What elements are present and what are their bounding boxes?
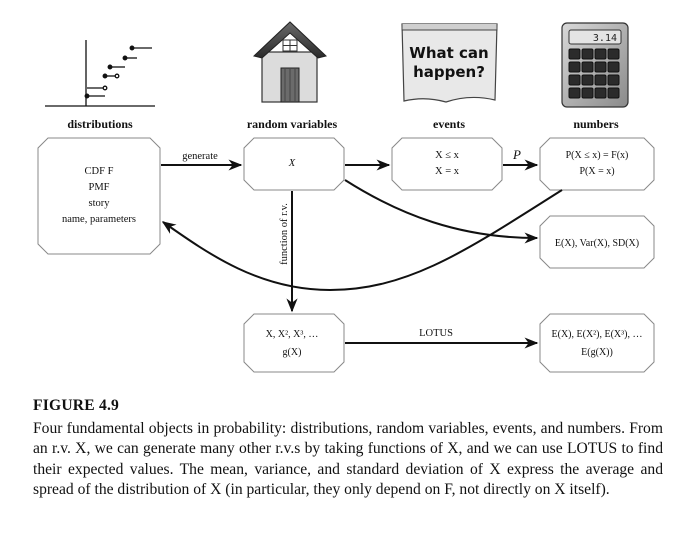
expect-powers: E(X), E(X²), E(X³), …	[552, 329, 643, 340]
sign-line-2: happen?	[413, 63, 485, 81]
dist-item-story: story	[89, 198, 111, 209]
calculator-key	[581, 48, 594, 60]
calculator-key	[568, 61, 581, 73]
calculator-key	[607, 74, 620, 86]
expect-g: E(g(X))	[581, 347, 613, 358]
calculator-key	[607, 61, 620, 73]
calculator-key	[568, 48, 581, 60]
calculator-key	[581, 87, 594, 99]
dist-item-name-parameters: name, parameters	[62, 214, 136, 225]
figure-caption: FIGURE 4.9 Four fundamental objects in p…	[33, 396, 663, 501]
functions-powers: X, X², X³, …	[266, 329, 319, 340]
header-events: events	[433, 117, 465, 131]
arrow-numbers-to-distribution	[161, 189, 563, 292]
arrow-rv-to-moments	[344, 179, 539, 244]
header-distributions: distributions	[67, 117, 133, 131]
calculator-key	[568, 74, 581, 86]
random-variable-box	[243, 137, 345, 191]
calculator-key	[594, 48, 607, 60]
label-P: P	[512, 147, 521, 162]
diagram-canvas: What can happen? 3.14 distributions rand…	[37, 21, 655, 373]
moments-box	[539, 215, 655, 269]
dist-item-pmf: PMF	[88, 182, 109, 193]
header-numbers: numbers	[573, 117, 619, 131]
event-le: X ≤ x	[435, 150, 460, 161]
label-generate: generate	[182, 151, 218, 162]
events-box	[391, 137, 503, 191]
prob-pmf: P(X = x)	[579, 166, 614, 177]
calculator-display: 3.14	[593, 33, 617, 44]
dist-item-cdf: CDF F	[85, 166, 114, 177]
calculator-key	[581, 61, 594, 73]
label-lotus: LOTUS	[419, 328, 453, 339]
calculator-key	[594, 87, 607, 99]
expectations-box	[539, 313, 655, 373]
sign-line-1: What can	[409, 44, 488, 62]
functions-g: g(X)	[283, 347, 302, 358]
house-icon	[252, 21, 328, 103]
label-function-of-rv: function of r.v.	[279, 203, 290, 265]
question-sign-icon: What can happen?	[401, 23, 498, 103]
calculator-key	[581, 74, 594, 86]
caption-title: FIGURE 4.9	[33, 397, 120, 414]
caption-text: Four fundamental objects in probability:…	[33, 419, 663, 499]
calculator-key	[607, 87, 620, 99]
calculator-keypad	[568, 48, 620, 99]
moments-label: E(X), Var(X), SD(X)	[555, 238, 639, 249]
calculator-key	[594, 74, 607, 86]
calculator-icon: 3.14	[561, 22, 629, 108]
rv-label: X	[288, 158, 296, 169]
calculator-key	[607, 48, 620, 60]
distributions-box	[37, 137, 161, 255]
prob-cdf: P(X ≤ x) = F(x)	[566, 150, 629, 161]
cdf-step-icon	[45, 40, 155, 107]
event-eq: X = x	[435, 166, 460, 177]
calculator-key	[568, 87, 581, 99]
header-random-variables: random variables	[247, 117, 338, 131]
functions-box	[243, 313, 345, 373]
calculator-key	[594, 61, 607, 73]
probabilities-box	[539, 137, 655, 191]
